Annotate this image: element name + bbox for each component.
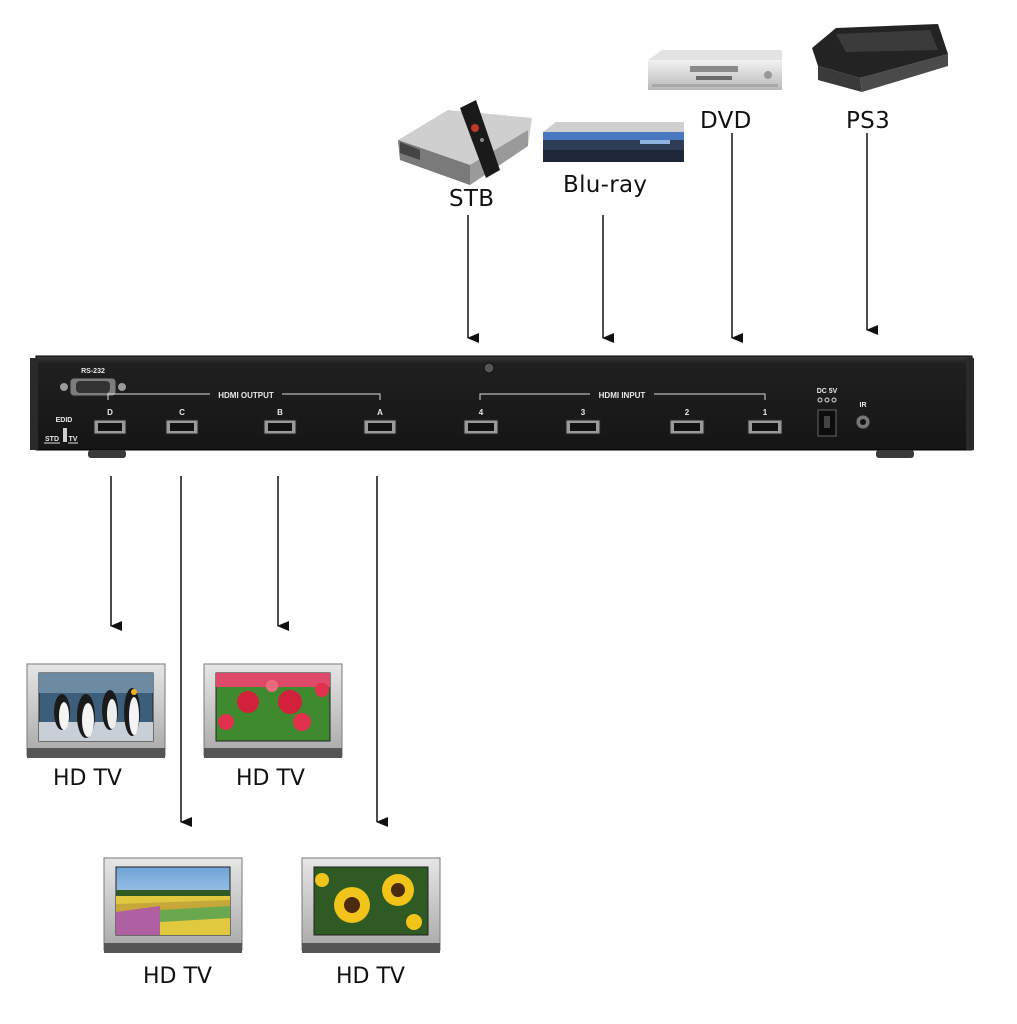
source-label-bluray: Blu-ray bbox=[563, 172, 648, 198]
rs232-label: RS-232 bbox=[81, 368, 105, 375]
hdmi-output-port-d bbox=[93, 419, 127, 435]
input-arrows bbox=[467, 133, 878, 343]
dc-power-jack bbox=[817, 397, 837, 437]
hdmi-input-port-4 bbox=[463, 419, 499, 435]
ir-label: IR bbox=[860, 402, 867, 409]
hdmi-input-label: HDMI INPUT bbox=[599, 391, 646, 400]
display-label-landscape: HD TV bbox=[143, 964, 212, 989]
bluray-player-icon bbox=[543, 122, 684, 162]
hdmi-input-port-3 bbox=[565, 419, 601, 435]
source-label-stb: STB bbox=[449, 186, 495, 212]
device-foot bbox=[88, 450, 126, 458]
display-label-tulips: HD TV bbox=[236, 766, 305, 791]
hdmi-input-port-2 bbox=[669, 419, 705, 435]
dvd-player-icon bbox=[648, 50, 782, 90]
output-port-label-d: D bbox=[107, 408, 113, 417]
input-port-label-4: 4 bbox=[479, 408, 484, 417]
edid-switch bbox=[44, 428, 78, 444]
output-arrows bbox=[110, 476, 388, 827]
dc-label: DC 5V bbox=[817, 388, 838, 395]
set-top-box-icon bbox=[398, 100, 532, 185]
output-port-label-c: C bbox=[179, 408, 185, 417]
input-port-label-3: 3 bbox=[581, 408, 586, 417]
hdmi-input-port-1 bbox=[747, 419, 783, 435]
std-label: STD bbox=[45, 436, 59, 443]
display-label-sunflowers: HD TV bbox=[336, 964, 405, 989]
game-console-icon bbox=[812, 24, 948, 92]
source-label-ps3: PS3 bbox=[846, 108, 891, 134]
input-port-label-2: 2 bbox=[685, 408, 690, 417]
hdmi-output-label: HDMI OUTPUT bbox=[218, 391, 274, 400]
output-port-label-a: A bbox=[377, 408, 383, 417]
output-port-label-b: B bbox=[277, 408, 283, 417]
ir-jack bbox=[855, 414, 871, 430]
hdtv-tulips-icon bbox=[203, 663, 343, 758]
source-label-dvd: DVD bbox=[700, 108, 752, 134]
panel-labels: RS-232 HDMI OUTPUT HDMI INPUT D C B A 4 … bbox=[45, 368, 867, 443]
edid-label: EDID bbox=[56, 417, 73, 424]
hdmi-output-port-b bbox=[263, 419, 297, 435]
display-label-penguins: HD TV bbox=[53, 766, 122, 791]
hdmi-matrix-switcher bbox=[30, 355, 974, 458]
hdtv-landscape-icon bbox=[103, 857, 243, 953]
hdtv-sunflowers-icon bbox=[301, 857, 441, 953]
device-foot bbox=[876, 450, 914, 458]
hdmi-output-port-c bbox=[165, 419, 199, 435]
rs232-port bbox=[60, 377, 126, 397]
input-port-label-1: 1 bbox=[763, 408, 768, 417]
hdmi-output-port-a bbox=[363, 419, 397, 435]
tv-label: TV bbox=[69, 436, 78, 443]
hdtv-penguins-icon bbox=[26, 663, 166, 758]
